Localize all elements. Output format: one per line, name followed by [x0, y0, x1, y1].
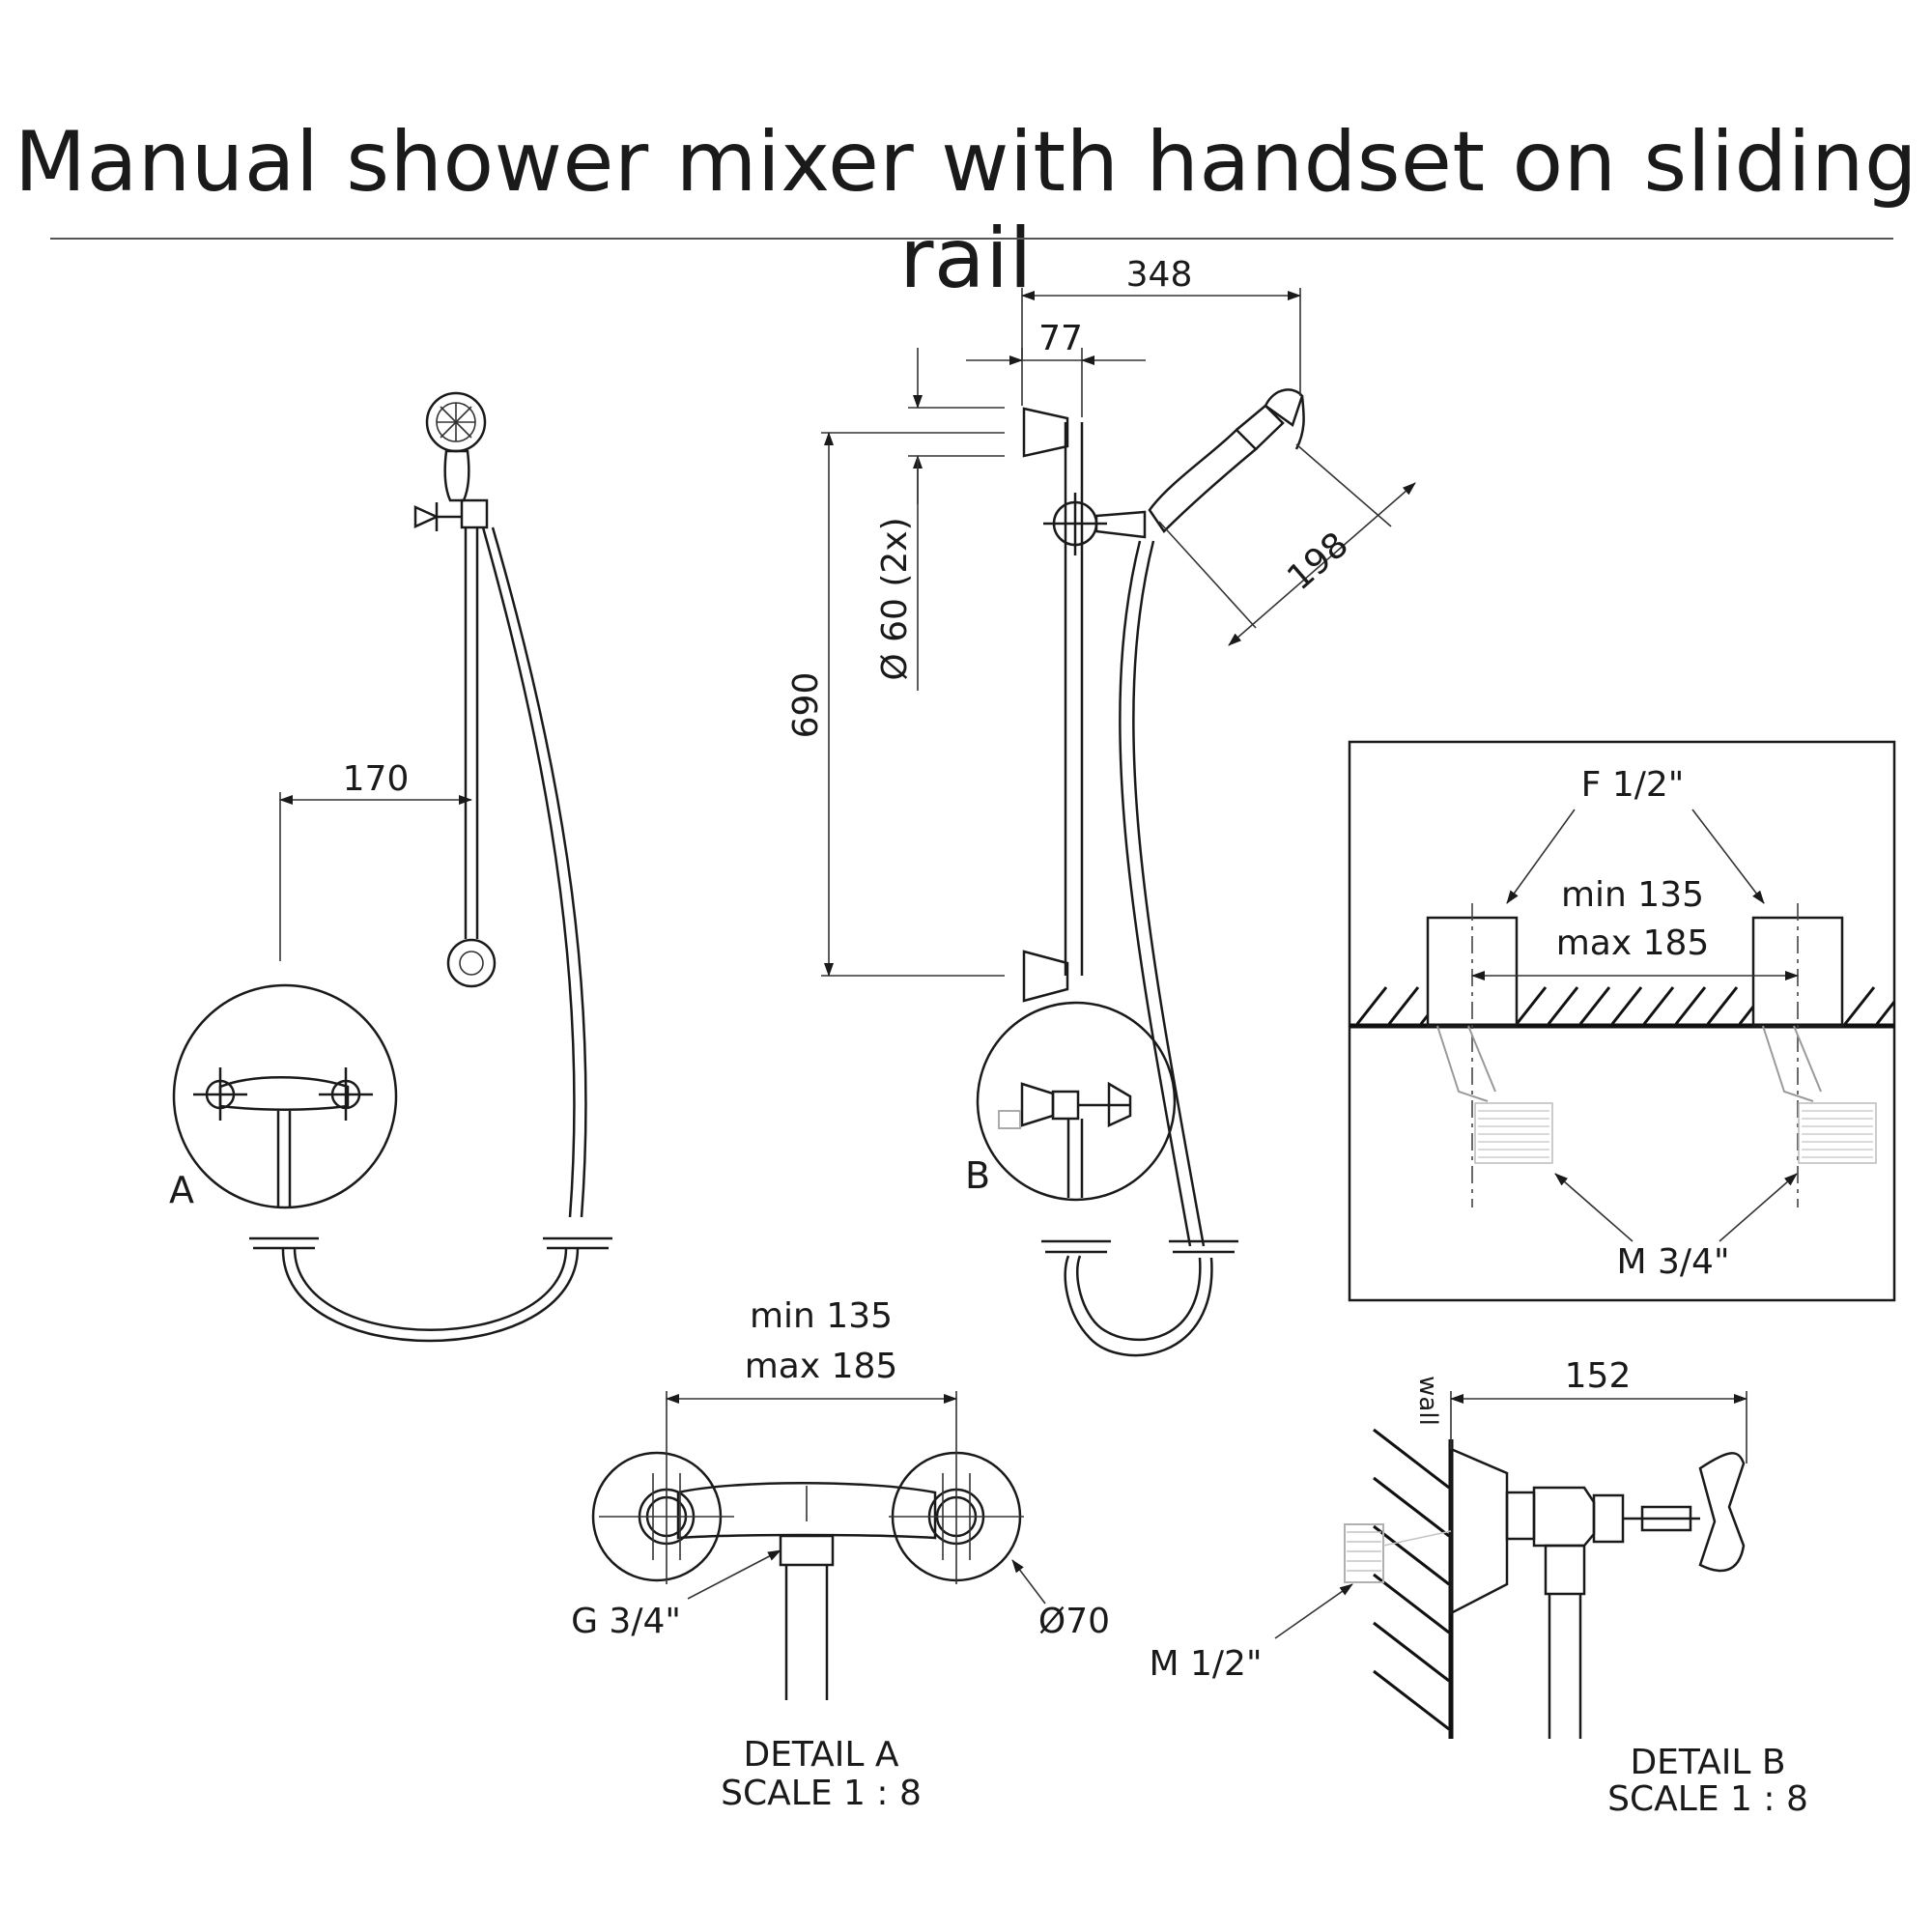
front-view: 170 A: [169, 391, 612, 1343]
view-label-a: A: [169, 1169, 194, 1211]
inset-span-max: max 185: [1556, 923, 1710, 963]
page-title: Manual shower mixer with handset on slid…: [14, 114, 1918, 307]
side-hose: [1119, 540, 1192, 1247]
detail-b-handle: [1698, 1452, 1746, 1573]
detail-b-caption: DETAIL B: [1630, 1743, 1785, 1782]
detail-b-rosette: [1449, 1447, 1509, 1616]
label-m-half: M 1/2": [1150, 1644, 1263, 1684]
side-handset: [1148, 428, 1258, 533]
detail-a-callout-circle: [172, 983, 398, 1209]
hose: [481, 526, 576, 1218]
wall-connection-inset: min 135 max 185 F 1/2" M 3/4": [1348, 740, 1896, 1302]
dimension-690: 690: [786, 672, 826, 739]
label-g-three-quarter: G 3/4": [571, 1602, 681, 1641]
detail-a-span-min: min 135: [750, 1296, 893, 1336]
slider-knob-icon: [413, 505, 462, 528]
rail-bracket-bottom-side: [1022, 950, 1069, 1003]
dimension-diameter-60: Ø 60 (2x): [875, 517, 915, 680]
wall-hatch: [1355, 986, 1896, 1025]
label-f-half: F 1/2": [1581, 765, 1685, 805]
detail-a: min 135 max 185 G 3/4" Ø70 DETAIL A SCAL…: [571, 1296, 1110, 1813]
detail-b-callout-circle: [976, 1001, 1177, 1202]
detail-a-caption: DETAIL A: [743, 1735, 898, 1775]
detail-a-scale: SCALE 1 : 8: [721, 1774, 922, 1813]
dimension-77: 77: [1038, 319, 1083, 358]
handset-handle: [443, 449, 470, 502]
dimension-198: 198: [1280, 525, 1356, 598]
mixer-body: [676, 1482, 937, 1540]
detail-b-valve-body: [1532, 1486, 1596, 1548]
rail-bracket-bottom: [446, 938, 497, 988]
detail-b: wall 152 M 1/2" DETAIL B SCALE 1 : 8: [1150, 1356, 1808, 1819]
detail-a-span-max: max 185: [745, 1347, 898, 1386]
rail-bracket-top: [1022, 407, 1069, 458]
label-m-three-quarter: M 3/4": [1617, 1242, 1730, 1282]
view-label-b: B: [965, 1154, 990, 1197]
dimension-152: 152: [1565, 1356, 1632, 1396]
dimension-diameter-70: Ø70: [1038, 1602, 1110, 1641]
inset-frame: [1348, 740, 1896, 1302]
dimension-170: 170: [343, 759, 410, 799]
side-view: B 348 77 198 690 Ø 60 (2x): [786, 255, 1416, 1357]
detail-b-scale: SCALE 1 : 8: [1607, 1779, 1808, 1819]
inset-span-min: min 135: [1561, 875, 1704, 915]
dimension-348: 348: [1126, 255, 1193, 295]
label-wall: wall: [1413, 1376, 1442, 1426]
